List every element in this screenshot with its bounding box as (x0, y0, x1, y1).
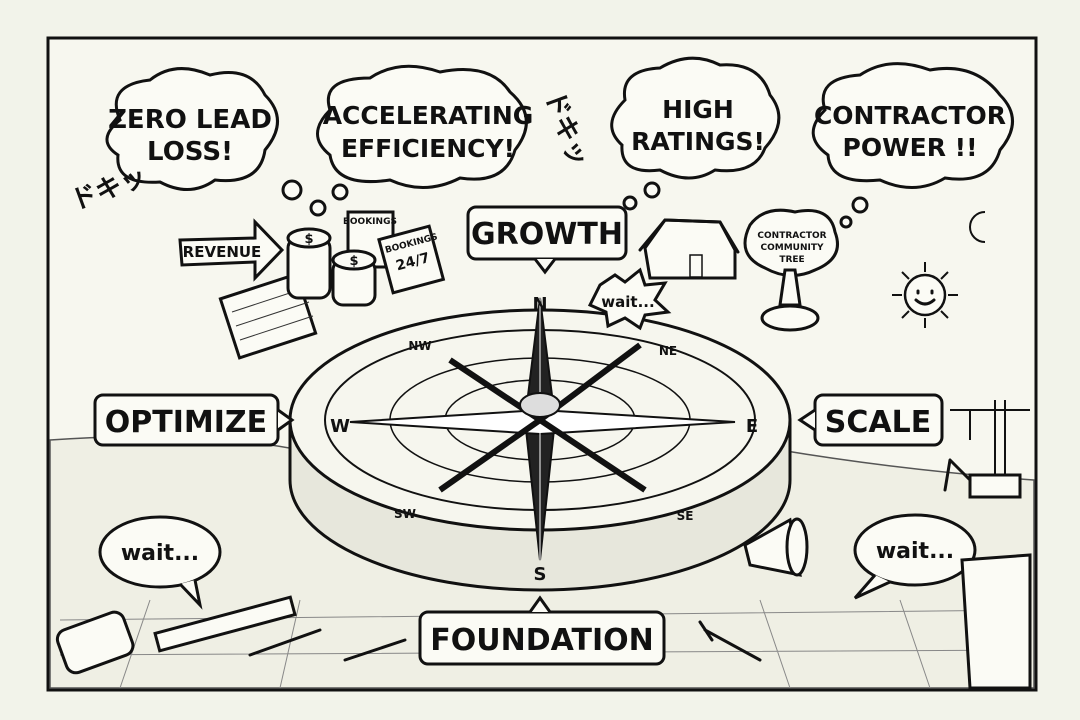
megaphone (743, 517, 809, 577)
svg-text:SE: SE (677, 509, 694, 523)
coin-stacks: $$ (286, 227, 377, 307)
svg-text:TREE: TREE (779, 255, 804, 265)
svg-text:FOUNDATION: FOUNDATION (430, 623, 654, 658)
bucket (960, 553, 1032, 690)
svg-text:COMMUNITY: COMMUNITY (760, 243, 823, 253)
thought-text: RATINGS! (631, 127, 765, 156)
svg-text:GROWTH: GROWTH (471, 217, 623, 252)
house (638, 218, 740, 280)
svg-text:NE: NE (659, 344, 677, 358)
growth-label: GROWTH (466, 205, 628, 275)
svg-text:wait...: wait... (121, 541, 199, 566)
svg-text:REVENUE: REVENUE (183, 243, 262, 261)
excavator (943, 458, 1022, 499)
svg-text:CONTRACTOR: CONTRACTOR (757, 231, 826, 241)
svg-text:wait...: wait... (601, 293, 654, 311)
speech-bubble-wait-left: wait... (98, 515, 222, 610)
pipe (55, 610, 135, 675)
foundation-label: FOUNDATION (418, 595, 666, 666)
svg-text:NW: NW (408, 339, 431, 353)
svg-text:SCALE: SCALE (825, 405, 931, 440)
thought-bubble-zero-lead-loss: ZERO LEAD LOSS! (105, 67, 349, 217)
level-tool (153, 595, 297, 653)
thought-text: CONTRACTOR (814, 101, 1006, 130)
compass-rose (349, 297, 736, 561)
moon-icon (969, 211, 986, 243)
optimize-label: OPTIMIZE (93, 393, 295, 447)
revenue-arrow: REVENUE (178, 218, 285, 282)
compass: N S E W NE NW SE SW (288, 294, 792, 592)
svg-text:OPTIMIZE: OPTIMIZE (105, 405, 267, 440)
thought-text: LOSS! (147, 137, 233, 167)
speech-bubble-wait-right: wait... (853, 513, 977, 600)
thought-text: POWER !! (843, 133, 978, 162)
burst-wait: wait... (587, 267, 672, 331)
svg-text:SW: SW (394, 507, 416, 521)
compass-w: W (330, 416, 350, 437)
compass-n: N (532, 294, 547, 315)
svg-text:BOOKINGS: BOOKINGS (343, 217, 397, 227)
thought-bubble-high-ratings: HIGH RATINGS! (610, 56, 781, 211)
svg-text:wait...: wait... (876, 539, 954, 564)
scale-label: SCALE (797, 393, 944, 447)
thought-bubble-accelerating-efficiency: ACCELERATING EFFICIENCY! (316, 64, 534, 190)
wrench (248, 628, 407, 662)
thought-text: ZERO LEAD (108, 105, 272, 135)
sun-icon (892, 262, 958, 328)
construction-crane (950, 400, 1030, 495)
svg-text:$: $ (349, 254, 358, 269)
compass-e: E (746, 416, 758, 437)
bookings-calendar: BOOKINGS BOOKINGS 24/7 (343, 210, 446, 295)
thought-bubble-contractor-power: CONTRACTOR POWER !! (811, 62, 1014, 229)
compass-s: S (534, 564, 547, 585)
thought-text: EFFICIENCY! (341, 134, 515, 163)
hammer (698, 620, 762, 662)
svg-text:$: $ (304, 232, 313, 247)
thought-text: ACCELERATING (323, 101, 534, 130)
thought-text: HIGH (662, 95, 734, 124)
contractor-community-tree: CONTRACTOR COMMUNITY TREE (743, 208, 839, 332)
